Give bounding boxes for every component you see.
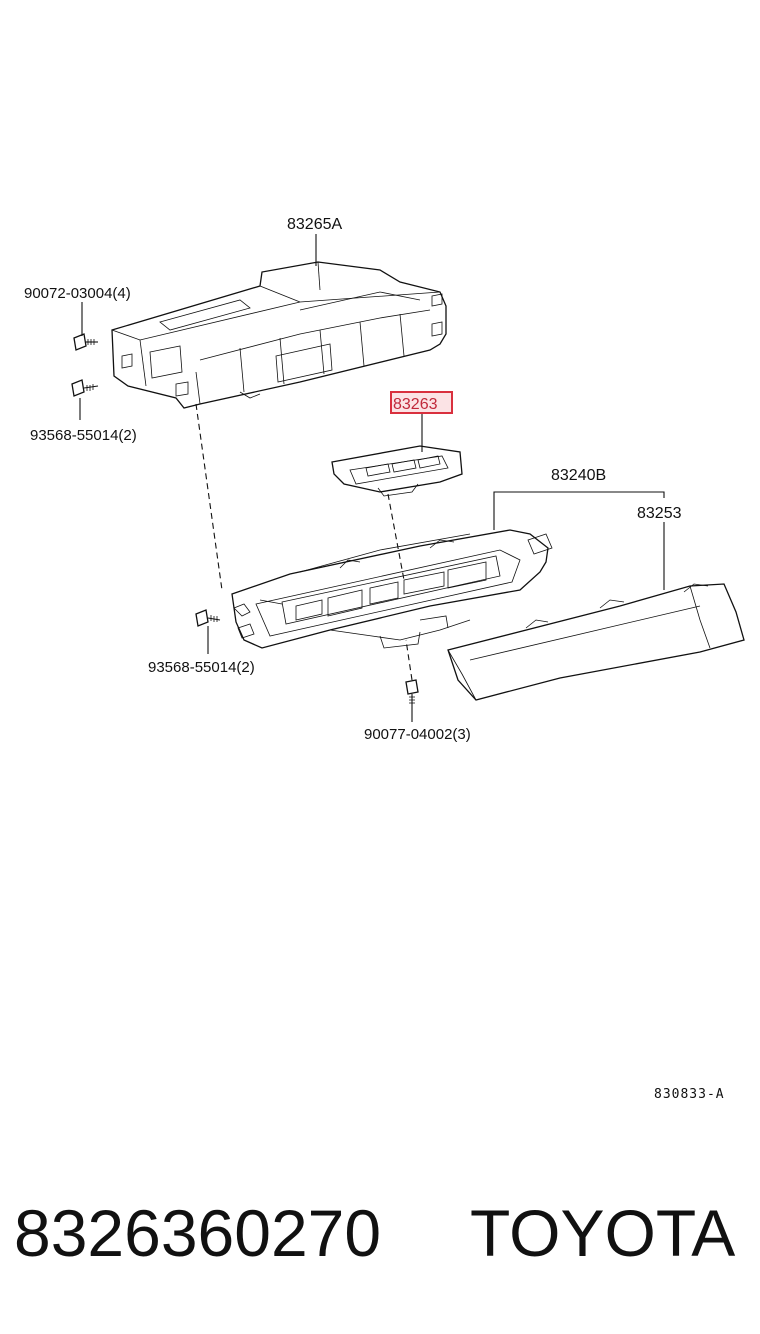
assembly-line-screw-to-meter <box>405 639 413 681</box>
callout-90077-04002: 90077-04002(3) <box>364 726 471 743</box>
callout-93568-55014-bottom: 93568-55014(2) <box>148 659 255 676</box>
assembly-line-housing-to-meter <box>195 403 223 591</box>
switch-assembly-83263 <box>331 445 463 497</box>
part-number: 8326360270 <box>14 1196 381 1270</box>
highlight-box-83263 <box>390 391 453 414</box>
display-meter-83240b <box>231 529 553 649</box>
upper-housing-83265a <box>111 261 447 409</box>
display-glass-83253 <box>447 583 745 701</box>
callout-93568-55014-top: 93568-55014(2) <box>30 427 137 444</box>
screw-90077-icon <box>405 679 419 708</box>
brand-name: TOYOTA <box>470 1196 735 1270</box>
callout-83253: 83253 <box>637 505 682 522</box>
callout-90072-03004: 90072-03004(4) <box>24 285 131 302</box>
diagram-reference: 830833-A <box>654 1087 725 1102</box>
screw-93568-bottom-icon <box>195 609 221 627</box>
assembly-line-switch-to-meter <box>387 493 405 581</box>
screw-93568-top-icon <box>71 379 99 397</box>
callout-83263: 83263 <box>393 396 438 413</box>
callout-83240b: 83240B <box>551 467 606 484</box>
leader-83240b <box>493 491 665 530</box>
callout-83265a: 83265A <box>287 216 342 233</box>
screw-90072-icon <box>73 333 98 351</box>
